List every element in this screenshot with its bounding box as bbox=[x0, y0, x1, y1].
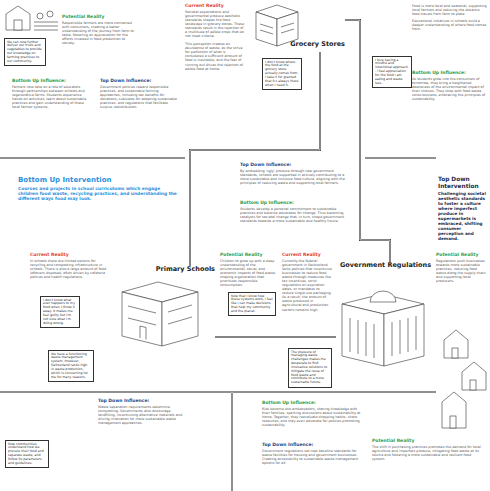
houses bbox=[442, 330, 486, 428]
section-text: Waste separation requirements determine … bbox=[98, 405, 183, 425]
flow-line bbox=[231, 392, 233, 491]
section-text: Students develop a personal commitment t… bbox=[240, 207, 348, 223]
section-text: Regulations push businesses towards more… bbox=[436, 259, 488, 283]
speech-callout: I love having a mindful and intentional … bbox=[372, 56, 412, 88]
section-text: Educational initiatives in schools build… bbox=[412, 19, 488, 31]
section-heading: Bottom Up Influence: bbox=[412, 70, 488, 75]
section-text: Government policies reward responsible p… bbox=[100, 85, 178, 109]
section-text: Challenging societal aesthetic standards… bbox=[438, 191, 488, 241]
callout-text: Now communities understand how we proces… bbox=[8, 443, 46, 466]
speech-callout: We have a functioning waste management s… bbox=[48, 350, 94, 382]
building-node: Government Regulations bbox=[336, 262, 432, 370]
section-heading: Bottom Up Intervention bbox=[18, 176, 183, 184]
section-text: As students grow into the consumers of t… bbox=[412, 77, 488, 101]
flow-line bbox=[0, 391, 436, 393]
callout-text: I don't know where the food at the groce… bbox=[265, 61, 299, 88]
connector-line bbox=[215, 336, 336, 338]
section-heading: Potential Reality bbox=[62, 14, 134, 19]
section-text: Currently the federal government in Swit… bbox=[282, 259, 332, 312]
flow-line bbox=[365, 157, 436, 159]
building-title: Grocery Stores bbox=[290, 41, 345, 48]
section-text: Farmers now take on a role of educators … bbox=[12, 85, 92, 109]
section-heading: Top Down Intervention bbox=[438, 176, 488, 190]
flow-connector bbox=[215, 337, 336, 338]
building-title: Primary Schools bbox=[156, 266, 215, 273]
building-node: Primary Schools bbox=[115, 266, 215, 350]
section-heading: Bottom Up Influence: bbox=[12, 78, 92, 83]
section-text: The shift in purchasing practices promot… bbox=[372, 445, 484, 461]
section-heading: Top Down Influence: bbox=[98, 398, 183, 403]
speech-callout: We can now further deliver our fruits an… bbox=[4, 38, 46, 66]
section-heading: Current Reality bbox=[282, 252, 332, 257]
flow-connector bbox=[190, 52, 320, 266]
building-node: Grocery Stores bbox=[250, 2, 345, 52]
section-heading: Current Reality bbox=[185, 3, 245, 8]
flow-line bbox=[0, 157, 185, 159]
section-text: Societal expectations and governmental p… bbox=[185, 10, 245, 39]
section-heading: Top Down Influence: bbox=[240, 162, 348, 167]
connector-line bbox=[190, 52, 320, 266]
callout-text: Now that I know how these systems work, … bbox=[231, 295, 273, 314]
section-text: This perception creates an abundance of … bbox=[185, 42, 245, 71]
speech-callout: I don't know what ever happens to my foo… bbox=[40, 296, 80, 328]
section-text: Responsible farmers are more connected w… bbox=[62, 21, 134, 45]
speech-callout: The pressure of managing waste challenge… bbox=[288, 348, 332, 388]
speech-callout: I don't know where the food at the groce… bbox=[262, 58, 302, 90]
callout-text: I love having a mindful and intentional … bbox=[375, 59, 409, 86]
section-heading: Potential Reality bbox=[436, 252, 488, 257]
callout-text: The pressure of managing waste challenge… bbox=[291, 351, 329, 386]
connector-inner bbox=[215, 337, 336, 338]
section-heading: Potential Reality bbox=[220, 252, 278, 257]
farm-sketch bbox=[6, 6, 58, 30]
section-text: Food is more local and seasonal, support… bbox=[412, 4, 488, 16]
speech-callout: Now that I know how these systems work, … bbox=[228, 292, 276, 316]
school-building bbox=[122, 282, 198, 346]
building-title: Government Regulations bbox=[340, 262, 431, 269]
section-heading: Top Down Influence: bbox=[262, 442, 362, 447]
section-heading: Top Down Influence: bbox=[100, 78, 178, 83]
government-building bbox=[342, 291, 424, 366]
section-text: Government regulations set new baseline … bbox=[262, 449, 362, 465]
section-text: Kids become eco-ambassadors, sharing kno… bbox=[262, 407, 362, 427]
section-heading: Bottom Up Influence: bbox=[240, 200, 348, 205]
grocery-building bbox=[256, 5, 298, 46]
section-text: Children to grow up with a deep understa… bbox=[220, 259, 278, 288]
callout-text: I don't know what ever happens to my foo… bbox=[43, 299, 77, 326]
connector-inner bbox=[190, 52, 320, 266]
callout-text: We can now further deliver our fruits an… bbox=[7, 41, 43, 64]
section-heading: Bottom Up Influence: bbox=[262, 400, 362, 405]
callout-text: We have a functioning waste management s… bbox=[51, 353, 91, 380]
section-heading: Potential Reality bbox=[372, 438, 484, 443]
section-text: Courses and projects in school curriculu… bbox=[18, 186, 178, 202]
section-text: In schools there are limited options for… bbox=[30, 259, 110, 279]
section-text: By embedding 'ugly' produce through new … bbox=[240, 169, 348, 185]
speech-callout: Now communities understand how we proces… bbox=[5, 440, 49, 468]
section-heading: Current Reality bbox=[30, 252, 110, 257]
